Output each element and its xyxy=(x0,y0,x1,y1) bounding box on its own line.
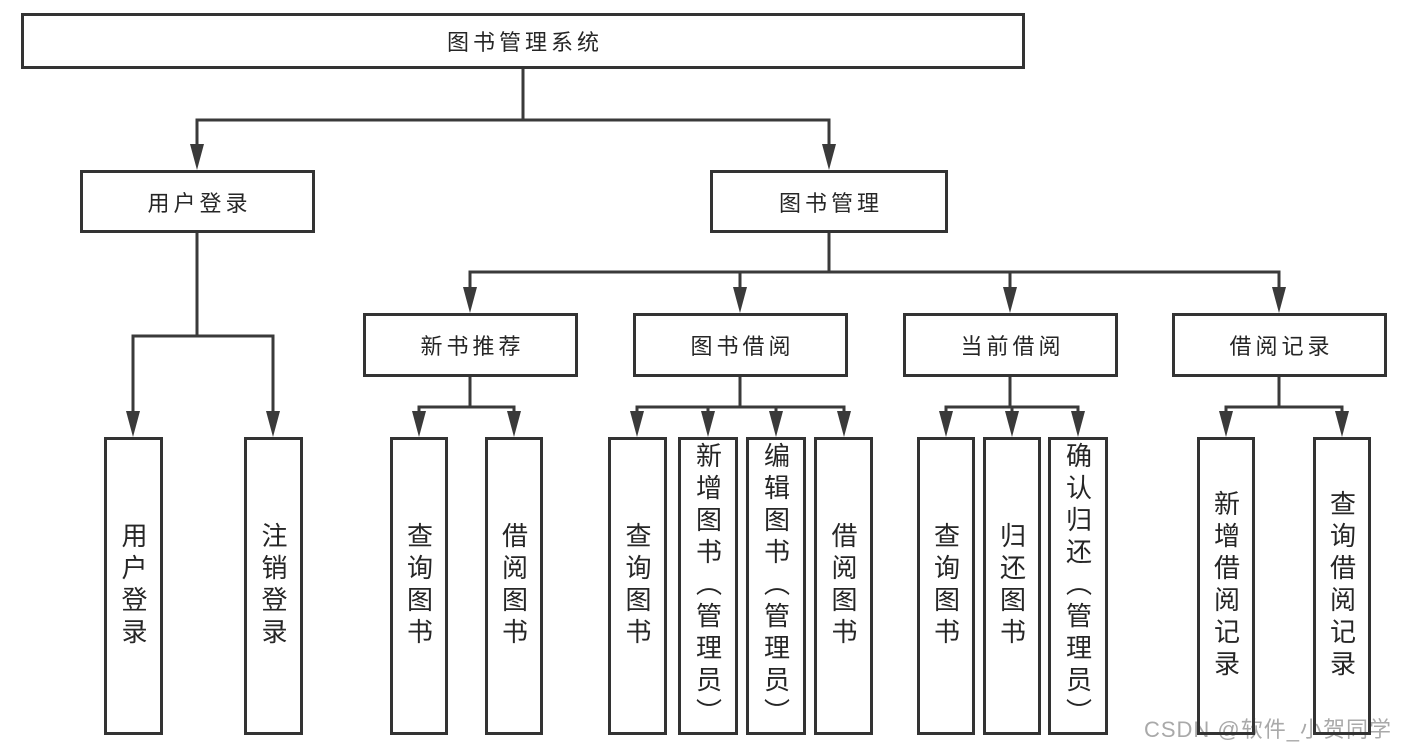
node-current-borrowing: 当前借阅 xyxy=(903,313,1118,377)
leaf-user-login: 用户登录 xyxy=(104,437,163,735)
leaf-query-books-current: 查询图书 xyxy=(917,437,975,735)
csdn-watermark: CSDN @软件_小贺同学 xyxy=(1143,717,1392,742)
leaf-add-books-admin: 新增图书（管理员） xyxy=(678,437,738,735)
leaf-confirm-return-admin: 确认归还（管理员） xyxy=(1048,437,1108,735)
node-user-login: 用户登录 xyxy=(80,170,315,233)
arrowheads xyxy=(126,144,1349,437)
leaf-return-books: 归还图书 xyxy=(983,437,1041,735)
node-borrowing-records: 借阅记录 xyxy=(1172,313,1387,377)
node-book-management: 图书管理 xyxy=(710,170,948,233)
node-library-system: 图书管理系统 xyxy=(21,13,1025,69)
leaf-query-books-recommend: 查询图书 xyxy=(390,437,448,735)
leaf-borrow-books: 借阅图书 xyxy=(814,437,873,735)
node-book-borrowing: 图书借阅 xyxy=(633,313,848,377)
leaf-logout: 注销登录 xyxy=(244,437,303,735)
leaf-add-borrow-record: 新增借阅记录 xyxy=(1197,437,1255,735)
leaf-query-borrow-record: 查询借阅记录 xyxy=(1313,437,1371,735)
node-new-book-recommendation: 新书推荐 xyxy=(363,313,578,377)
leaf-borrow-books-recommend: 借阅图书 xyxy=(485,437,543,735)
leaf-query-books-borrow: 查询图书 xyxy=(608,437,667,735)
leaf-edit-books-admin: 编辑图书（管理员） xyxy=(746,437,806,735)
